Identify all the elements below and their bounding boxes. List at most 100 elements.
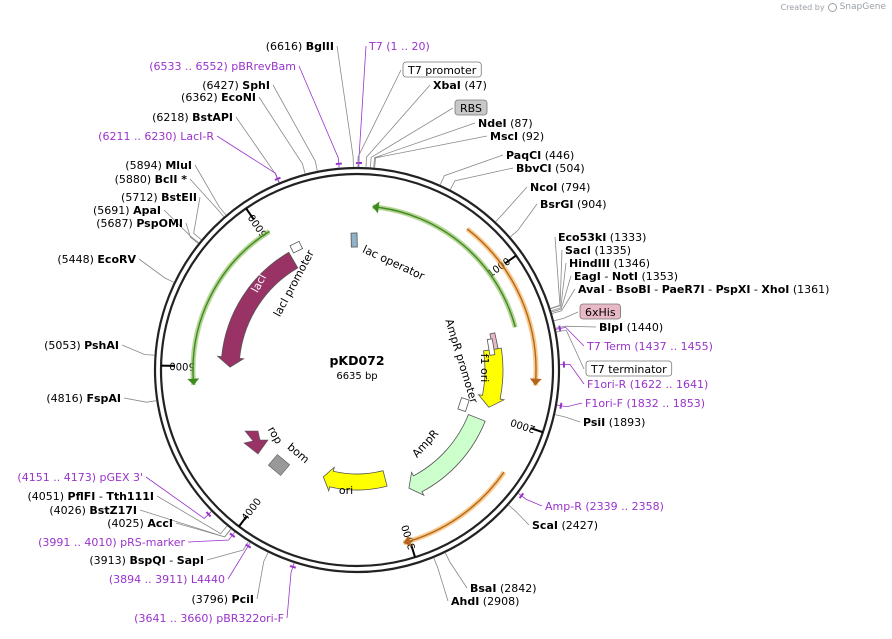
site-mluI[interactable]: (5894) MluI <box>125 159 192 172</box>
primer-label-t7: T7 (1 .. 20) <box>368 40 430 53</box>
orange-arc-bottom-arrowhead <box>403 535 412 547</box>
site-apaI[interactable]: (5691) ApaI <box>93 204 161 217</box>
leader-box-rbs <box>370 107 454 168</box>
site-label-scaI: ScaI (2427) <box>532 519 598 532</box>
primer-pbr322ori-f[interactable]: (3641 .. 3660) pBR322ori-F <box>134 564 297 625</box>
site-psiI[interactable]: PsiI (1893) <box>583 416 645 429</box>
laci-feature[interactable] <box>216 251 299 368</box>
site-ecoNI[interactable]: (6362) EcoNI <box>181 91 256 104</box>
leader-primer-t7-term <box>555 326 585 347</box>
primer-label-amp-r: Amp-R (2339 .. 2358) <box>545 500 664 513</box>
site-pflFI[interactable]: (4051) PflFI - Tth111I <box>27 490 154 503</box>
leader-pspOMI <box>185 222 199 244</box>
site-avaI[interactable]: AvaI - BsoBI - PaeR7I - PspXI - XhoI (13… <box>578 283 829 296</box>
primer-label-prs-marker: (3991 .. 4010) pRS-marker <box>38 536 185 549</box>
leader-primer-t7 <box>358 45 367 168</box>
leader-bstEII <box>193 196 202 241</box>
site-pciI[interactable]: (3796) PciI <box>191 593 254 606</box>
t7-terminator-box-feature[interactable] <box>486 338 496 356</box>
site-label-mscI: MscI (92) <box>490 130 544 143</box>
site-eco53kI[interactable]: Eco53kI (1333) <box>558 231 646 244</box>
tick-mark-4000 <box>238 515 248 528</box>
site-label-bbvCI: BbvCI (504) <box>516 162 585 175</box>
primer-f1ori-f[interactable]: F1ori-F (1832 .. 1853) <box>559 397 705 410</box>
site-ahdI[interactable]: AhdI (2908) <box>451 595 519 608</box>
primer-label-pbr322ori-f: (3641 .. 3660) pBR322ori-F <box>134 612 284 625</box>
box-frame-t7-promoter <box>402 61 482 78</box>
primer-label-pgex3: (4151 .. 4173) pGEX 3' <box>17 471 143 484</box>
primer-label-t7-term: T7 Term (1437 .. 1455) <box>586 340 713 353</box>
rop-feature[interactable] <box>243 430 269 455</box>
site-bstAPI[interactable]: (6218) BstAPI <box>152 111 233 124</box>
leader-ahdI <box>433 557 449 602</box>
leader-bbvCI <box>449 167 514 190</box>
leader-box-t7-promoter <box>357 69 402 168</box>
ampr-promoter-feature[interactable] <box>457 397 470 413</box>
site-fspAI[interactable]: (4816) FspAI <box>46 392 121 405</box>
site-sacI[interactable]: SacI (1335) <box>565 244 631 257</box>
green-arc-top <box>372 206 516 328</box>
site-pshAI[interactable]: (5053) PshAI <box>44 339 119 352</box>
feature-arcs-layer <box>187 201 542 547</box>
site-bglII[interactable]: (6616) BglII <box>266 40 334 53</box>
site-bsaI[interactable]: BsaI (2842) <box>470 582 537 595</box>
f1-ori-label: f1 ori <box>478 354 491 383</box>
box-label-6xhis: 6xHis <box>585 306 616 319</box>
box-t7-promoter[interactable]: T7 promoter <box>402 61 482 78</box>
primer-label-f1ori-r: F1ori-R (1622 .. 1641) <box>587 378 708 391</box>
leader-bglII <box>336 45 354 168</box>
center-title: pKD072 6635 bp <box>329 353 384 382</box>
site-mscI[interactable]: MscI (92) <box>490 130 544 143</box>
primer-l4440[interactable]: (3894 .. 3911) L4440 <box>109 543 252 586</box>
backbone-inner-strand <box>159 172 555 568</box>
primer-t7[interactable]: T7 (1 .. 20) <box>355 40 430 165</box>
ampr-promoter-label: AmpR promoter <box>442 317 480 405</box>
leader-box-t7-terminator <box>556 329 585 370</box>
site-ncoI[interactable]: NcoI (794) <box>530 181 590 194</box>
box-rbs[interactable]: RBS <box>454 99 488 116</box>
site-label-hindIII: HindIII (1346) <box>569 257 650 270</box>
box-6xhis[interactable]: 6xHis <box>579 303 621 320</box>
site-accI[interactable]: (4025) AccI <box>107 517 173 530</box>
primer-f1ori-r[interactable]: F1ori-R (1622 .. 1641) <box>562 361 708 391</box>
primer-prs-marker[interactable]: (3991 .. 4010) pRS-marker <box>38 532 236 549</box>
lac-operator-feature[interactable] <box>350 232 358 248</box>
site-scaI[interactable]: ScaI (2427) <box>532 519 598 532</box>
ampr-feature[interactable] <box>408 413 486 497</box>
primer-laci-r[interactable]: (6211 .. 6230) LacI-R <box>98 130 281 181</box>
site-label-ecoNI: (6362) EcoNI <box>181 91 256 104</box>
site-hindIII[interactable]: HindIII (1346) <box>569 257 650 270</box>
leader-pshAI <box>121 344 155 356</box>
ori-feature[interactable] <box>322 466 388 493</box>
primer-t7-term[interactable]: T7 Term (1437 .. 1455) <box>558 325 713 353</box>
site-bclI[interactable]: (5880) BclI * <box>115 173 188 186</box>
site-bspQI[interactable]: (3913) BspQI - SapI <box>89 554 204 567</box>
site-bbvCI[interactable]: BbvCI (504) <box>516 162 585 175</box>
box-t7-terminator[interactable]: T7 terminator <box>585 360 673 377</box>
site-ndeI[interactable]: NdeI (87) <box>478 117 533 130</box>
primer-label-f1ori-f: F1ori-F (1832 .. 1853) <box>585 397 705 410</box>
site-label-avaI: AvaI - BsoBI - PaeR7I - PspXI - XhoI (13… <box>578 283 829 296</box>
site-pspOMI[interactable]: (5687) PspOMI <box>96 217 183 230</box>
site-eagI[interactable]: EagI - NotI (1353) <box>574 270 678 283</box>
site-bsrGI[interactable]: BsrGI (904) <box>540 198 607 211</box>
site-label-mluI: (5894) MluI <box>125 159 192 172</box>
primer-pgex3[interactable]: (4151 .. 4173) pGEX 3' <box>17 471 212 518</box>
leader-eagI <box>551 275 572 313</box>
site-bstEII[interactable]: (5712) BstEII <box>121 191 197 204</box>
primer-amp-r[interactable]: Amp-R (2339 .. 2358) <box>518 492 664 513</box>
bom-feature[interactable] <box>267 454 291 476</box>
site-xbaI[interactable]: XbaI (47) <box>433 79 487 92</box>
site-bstZ17I[interactable]: (4026) BstZ17I <box>49 504 137 517</box>
site-paqCI[interactable]: PaqCI (446) <box>506 149 574 162</box>
laci-promoter-feature[interactable] <box>289 240 304 254</box>
site-sphI[interactable]: (6427) SphI <box>202 79 270 92</box>
box-label-t7-terminator: T7 terminator <box>590 363 667 376</box>
site-ecoRV[interactable]: (5448) EcoRV <box>57 253 136 266</box>
site-label-ahdI: AhdI (2908) <box>451 595 519 608</box>
site-blpI[interactable]: BlpI (1440) <box>599 321 663 334</box>
f1-ori-feature[interactable] <box>477 347 506 408</box>
tick-label-4000: 4000 <box>240 497 264 524</box>
site-label-accI: (4025) AccI <box>107 517 173 530</box>
primer-pbrrevbam[interactable]: (6533 .. 6552) pBRrevBam <box>149 60 342 166</box>
